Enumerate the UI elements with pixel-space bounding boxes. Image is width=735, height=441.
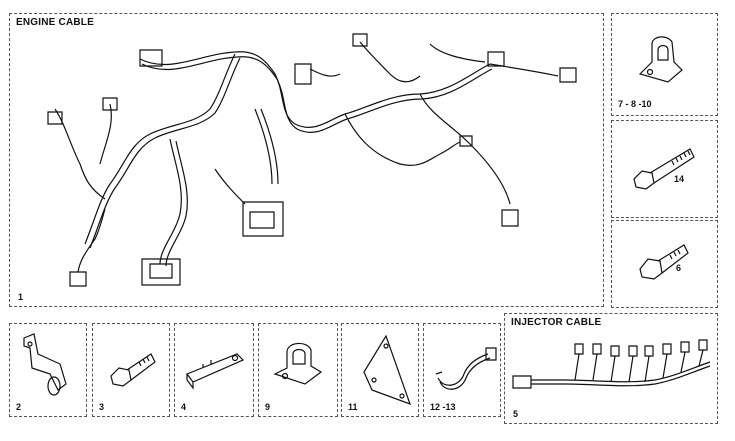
cable-12-13-panel[interactable]: 12 -13 bbox=[423, 323, 501, 417]
clamp-icon bbox=[259, 324, 339, 418]
clamp-ref: 9 bbox=[265, 402, 271, 412]
cable-icon bbox=[424, 324, 502, 418]
bolt-long-ref: 14 bbox=[674, 174, 685, 184]
bracket-icon bbox=[10, 324, 88, 418]
bracket-panel[interactable]: 2 bbox=[9, 323, 87, 417]
engine-cable-title: ENGINE CABLE bbox=[16, 17, 94, 28]
clip-ref: 7 - 8 -10 bbox=[618, 99, 652, 109]
plate-icon bbox=[342, 324, 420, 418]
engine-cable-panel[interactable]: ENGINE CABLE bbox=[9, 13, 604, 307]
bolt-long-panel[interactable]: 14 bbox=[611, 120, 718, 218]
short-bolt-icon bbox=[612, 221, 719, 309]
plate-panel[interactable]: 11 bbox=[341, 323, 419, 417]
injector-cable-title: INJECTOR CABLE bbox=[511, 317, 602, 328]
clip-icon bbox=[612, 14, 719, 117]
strip-icon bbox=[175, 324, 255, 418]
clip-panel[interactable]: 7 - 8 -10 bbox=[611, 13, 718, 116]
screw-icon bbox=[93, 324, 171, 418]
injector-cable-ref: 5 bbox=[513, 409, 519, 419]
plate-ref: 11 bbox=[348, 402, 358, 412]
bolt-short-ref: 6 bbox=[676, 263, 682, 273]
strip-ref: 4 bbox=[181, 402, 187, 412]
bolt-short-panel[interactable]: 6 bbox=[611, 220, 718, 308]
screw-panel[interactable]: 3 bbox=[92, 323, 170, 417]
long-bolt-icon bbox=[612, 121, 719, 219]
bracket-ref: 2 bbox=[16, 402, 22, 412]
engine-cable-harness-drawing bbox=[10, 14, 605, 308]
clamp-panel[interactable]: 9 bbox=[258, 323, 338, 417]
screw-ref: 3 bbox=[99, 402, 105, 412]
cable-12-13-ref: 12 -13 bbox=[430, 402, 456, 412]
strip-panel[interactable]: 4 bbox=[174, 323, 254, 417]
injector-cable-panel[interactable]: INJECTOR CABLE 5 bbox=[504, 313, 718, 424]
engine-cable-ref: 1 bbox=[18, 292, 24, 302]
injector-cable-drawing bbox=[505, 314, 719, 425]
